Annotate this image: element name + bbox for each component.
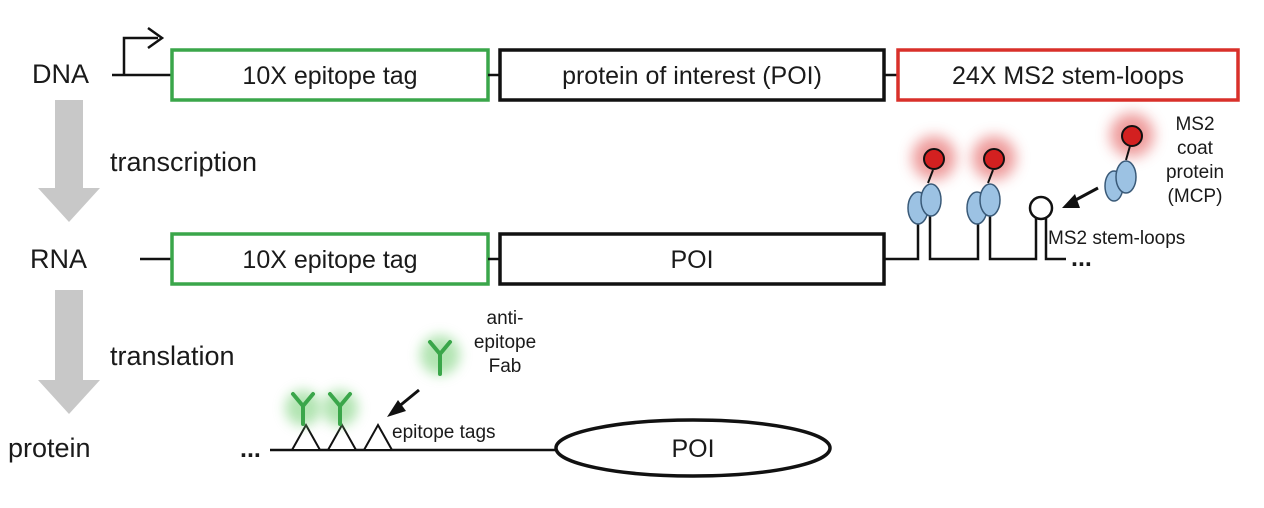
transcription-label: transcription: [110, 147, 257, 177]
rna-row-label: RNA: [30, 244, 87, 274]
epitope-tag-3: [362, 422, 394, 451]
rna-ellipsis: ...: [1071, 244, 1092, 272]
epitope-tag-1: [290, 422, 322, 451]
rna-epitope-label: 10X epitope tag: [242, 246, 417, 274]
protein-poi-ellipse: [554, 418, 832, 478]
dna-ms2-box: [896, 48, 1240, 102]
rna-poi-box: [498, 232, 886, 286]
protein-ellipsis: ...: [240, 435, 261, 463]
protein-row-label: protein: [8, 433, 91, 463]
epitope-tag-2: [326, 422, 358, 451]
mcp-label-line3: protein: [1166, 162, 1224, 183]
fab-binding-arrow-icon: [387, 388, 420, 417]
fab-label-line1: anti-: [487, 308, 524, 329]
mcp-label-line4: (MCP): [1168, 186, 1223, 207]
dna-ms2-label: 24X MS2 stem-loops: [952, 62, 1184, 90]
promoter-arrow-icon: [122, 36, 158, 75]
free-stem-loop: [1028, 195, 1054, 221]
rna-construct: [140, 195, 1066, 286]
dna-row-label: DNA: [32, 59, 89, 89]
mcp-binding-arrow-icon: [1062, 186, 1099, 208]
fab-bound-1: [285, 390, 321, 426]
transcription-arrow: [38, 100, 100, 222]
mcp-label-line1: MS2: [1175, 114, 1214, 135]
mcp-bound-1: [907, 136, 956, 225]
rna-epitope-box: [170, 232, 490, 286]
mcp-bound-2: [966, 136, 1016, 225]
dna-poi-label: protein of interest (POI): [562, 62, 822, 90]
fab-label-line2: epitope: [474, 332, 536, 353]
translation-label: translation: [110, 341, 235, 371]
rna-poi-label: POI: [670, 246, 713, 274]
translation-arrow: [38, 290, 100, 414]
mcp-free: [1104, 113, 1154, 202]
dna-epitope-label: 10X epitope tag: [242, 62, 417, 90]
fab-bound-2: [322, 390, 358, 426]
protein-poi-label: POI: [671, 435, 714, 463]
protein-construct: [270, 418, 832, 478]
fab-label-line3: Fab: [489, 356, 522, 377]
epitope-tags-label: epitope tags: [392, 422, 496, 443]
dna-construct: [112, 26, 1240, 102]
mcp-label-line2: coat: [1177, 138, 1214, 159]
dna-poi-box: [498, 48, 886, 102]
fab-free: [420, 335, 460, 376]
dna-epitope-box: [170, 48, 490, 102]
stem-loops-label: MS2 stem-loops: [1048, 228, 1185, 249]
